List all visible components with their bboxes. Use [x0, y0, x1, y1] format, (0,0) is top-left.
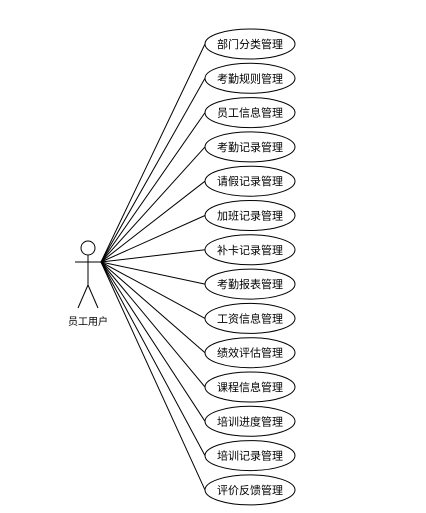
- use-case-ellipse: [204, 28, 296, 60]
- association-line: [100, 261, 206, 491]
- use-case-ellipse: [204, 302, 296, 334]
- association-line: [100, 43, 206, 263]
- association-lines: [100, 43, 206, 491]
- actor-right-leg: [87, 284, 99, 309]
- use-case-label: 考勤报表管理: [217, 277, 283, 291]
- association-line: [100, 261, 206, 388]
- use-case: 请假记录管理: [204, 165, 296, 197]
- use-case-label: 补卡记录管理: [217, 243, 283, 257]
- use-case-label: 考勤记录管理: [217, 140, 283, 154]
- use-case-ellipse: [204, 474, 296, 506]
- use-case: 评价反馈管理: [204, 474, 296, 506]
- use-case-label: 部门分类管理: [217, 37, 283, 51]
- association-line: [100, 261, 206, 456]
- actor-left-leg: [77, 284, 89, 309]
- use-case-list: 部门分类管理考勤规则管理员工信息管理考勤记录管理请假记录管理加班记录管理补卡记录…: [204, 28, 296, 506]
- use-case: 培训记录管理: [204, 440, 296, 472]
- use-case-label: 绩效评估管理: [217, 346, 283, 360]
- use-case: 考勤报表管理: [204, 268, 296, 300]
- use-case-label: 请假记录管理: [217, 174, 283, 188]
- use-case-ellipse: [204, 337, 296, 369]
- use-case-ellipse: [204, 405, 296, 437]
- use-case-ellipse: [204, 234, 296, 266]
- association-line: [100, 261, 206, 285]
- association-line: [100, 180, 206, 263]
- use-case: 工资信息管理: [204, 302, 296, 334]
- use-case-ellipse: [204, 62, 296, 94]
- use-case-label: 课程信息管理: [217, 380, 283, 394]
- actor-employee-user: 员工用户: [68, 240, 108, 328]
- use-case-label: 培训记录管理: [217, 449, 283, 463]
- use-case-ellipse: [204, 165, 296, 197]
- association-line: [100, 215, 206, 263]
- use-case: 培训进度管理: [204, 405, 296, 437]
- use-case-ellipse: [204, 268, 296, 300]
- association-line: [100, 261, 206, 319]
- association-line: [100, 112, 206, 263]
- use-case-label: 评价反馈管理: [217, 483, 283, 497]
- use-case-ellipse: [204, 97, 296, 129]
- use-case: 部门分类管理: [204, 28, 296, 60]
- use-case-ellipse: [204, 440, 296, 472]
- use-case: 员工信息管理: [204, 97, 296, 129]
- actor-head: [80, 240, 96, 256]
- use-case-label: 培训进度管理: [217, 414, 283, 428]
- use-case-ellipse: [204, 131, 296, 163]
- association-line: [100, 146, 206, 263]
- use-case: 绩效评估管理: [204, 337, 296, 369]
- use-case-label: 员工信息管理: [217, 106, 283, 120]
- use-case: 考勤记录管理: [204, 131, 296, 163]
- association-line: [100, 78, 206, 263]
- use-case-ellipse: [204, 371, 296, 403]
- use-case-label: 加班记录管理: [217, 209, 283, 223]
- use-case: 考勤规则管理: [204, 62, 296, 94]
- use-case: 补卡记录管理: [204, 234, 296, 266]
- use-case-label: 考勤规则管理: [217, 71, 283, 85]
- association-line: [100, 249, 206, 263]
- actor-label: 员工用户: [68, 315, 108, 328]
- use-case-ellipse: [204, 200, 296, 231]
- use-case-label: 工资信息管理: [217, 311, 283, 325]
- use-case: 加班记录管理: [204, 200, 296, 231]
- association-line: [100, 261, 206, 354]
- use-case: 课程信息管理: [204, 371, 296, 403]
- association-line: [100, 261, 206, 422]
